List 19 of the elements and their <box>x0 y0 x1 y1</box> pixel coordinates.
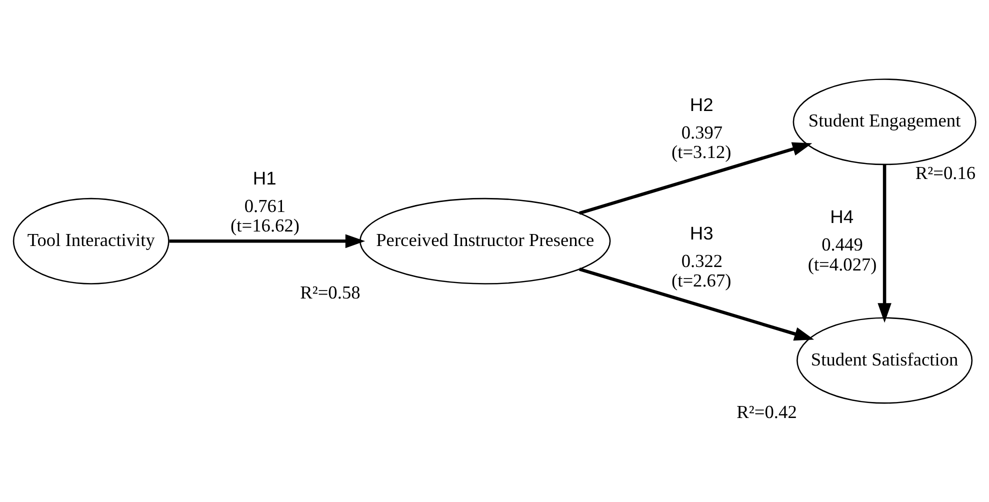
edge-label: H1 <box>252 167 276 188</box>
arrow <box>578 268 814 341</box>
label: 0.449 (t=4.027) <box>808 234 877 274</box>
label: 0.761 (t=16.62) <box>230 196 300 236</box>
arrow <box>169 234 366 248</box>
edge-label: H4 <box>830 206 854 228</box>
edge-label: H3 <box>690 222 714 244</box>
node-ellipse: Student Satisfaction <box>796 317 973 404</box>
node-label: R²=0.16 <box>915 163 976 184</box>
arrow <box>878 164 892 323</box>
node-label: R²=0.42 <box>736 402 797 422</box>
label: 0.322 (t=2.67) <box>672 250 732 291</box>
node-label: R²=0.58 <box>300 282 360 302</box>
node-ellipse: Student Engagement <box>792 78 976 166</box>
arrow <box>578 142 812 215</box>
node-ellipse: Perceived Instructor Presence <box>360 198 611 284</box>
edge-label: H2 <box>690 94 714 115</box>
label: 0.397 (t=3.12) <box>672 122 732 162</box>
node-ellipse: Tool Interactivity <box>12 198 170 284</box>
